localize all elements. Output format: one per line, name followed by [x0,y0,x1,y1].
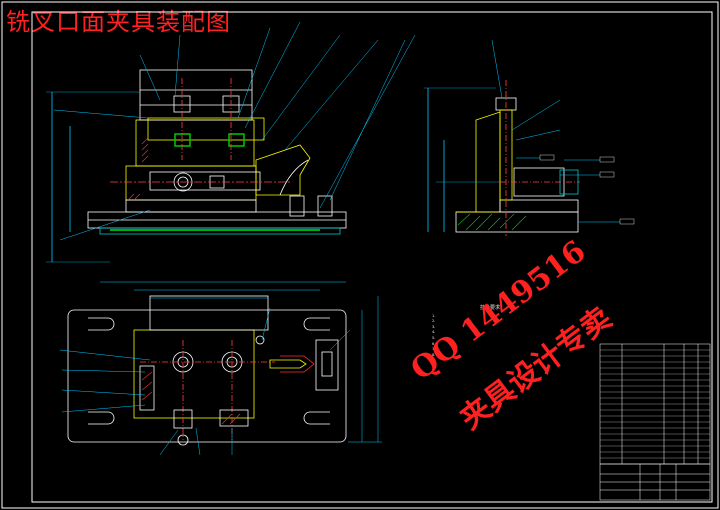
tech-req-item: 4. [432,330,436,335]
tech-req-item: 6. [432,341,436,346]
parts-list-rows [600,349,710,459]
drawing-title: 铣叉口面夹具装配图 [6,8,231,36]
tech-req-item: 2. [432,319,436,324]
tech-req-item: 8. [432,352,436,357]
tech-req-item: 7. [432,347,436,352]
inner-border [31,11,713,503]
top-view [59,281,382,456]
technical-requirements: 技术要求 1. 2. 3. 4. 5. 6. 7. 8. [432,305,602,358]
tech-req-heading: 技术要求 [480,305,501,311]
fixture-body [125,165,257,201]
top-base [67,309,347,443]
title-block [599,463,711,501]
front-view [46,21,416,263]
tech-req-item: 5. [432,335,436,340]
side-view [424,39,635,236]
tech-req-item: 3. [432,324,436,329]
tech-req-item: 1. [432,313,436,318]
